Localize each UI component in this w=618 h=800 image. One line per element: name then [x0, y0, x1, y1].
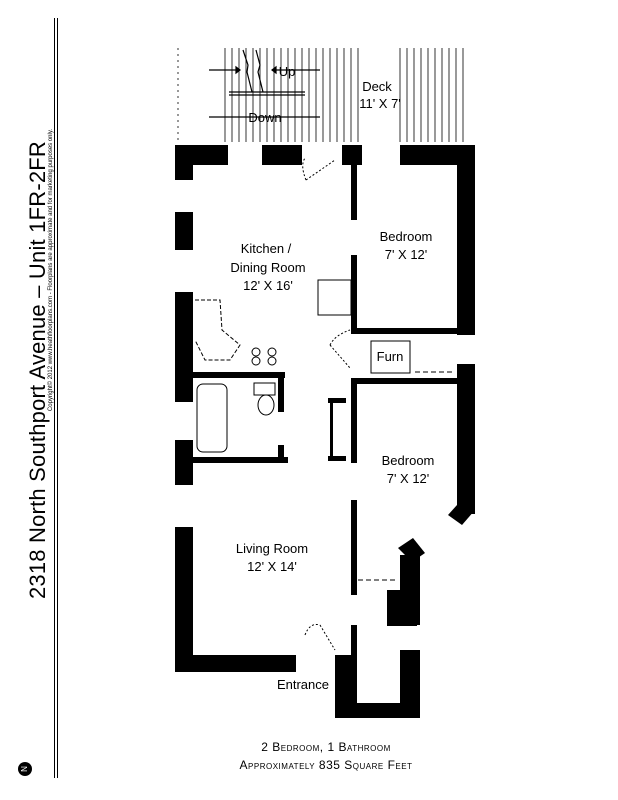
bedroom2-size: 7' X 12': [387, 471, 430, 486]
kitchen-name-1: Kitchen /: [241, 241, 292, 256]
kitchen-name-2: Dining Room: [230, 260, 305, 275]
entrance-label: Entrance: [277, 677, 329, 692]
stairs-down-label: Down: [248, 110, 281, 125]
deck-boards: [177, 48, 464, 142]
living-room-name: Living Room: [236, 541, 308, 556]
footer-rooms: 2 Bedroom, 1 Bathroom: [261, 740, 391, 754]
bedroom1-name: Bedroom: [380, 229, 433, 244]
divider-line: [54, 18, 55, 778]
deck-size: 11' X 7': [359, 96, 401, 111]
fixtures: [194, 157, 455, 651]
walls: [175, 145, 475, 718]
bedroom2-name: Bedroom: [382, 453, 435, 468]
deck-name: Deck: [362, 79, 392, 94]
stairs-up-label: Up: [279, 64, 296, 79]
bedroom1-size: 7' X 12': [385, 247, 428, 262]
footer-area: Approximately 835 Square Feet: [239, 758, 413, 772]
living-room-size: 12' X 14': [247, 559, 297, 574]
furn-name: Furn: [377, 349, 404, 364]
divider-line: [57, 18, 58, 778]
kitchen-size: 12' X 16': [243, 278, 293, 293]
stairs: [209, 49, 320, 118]
